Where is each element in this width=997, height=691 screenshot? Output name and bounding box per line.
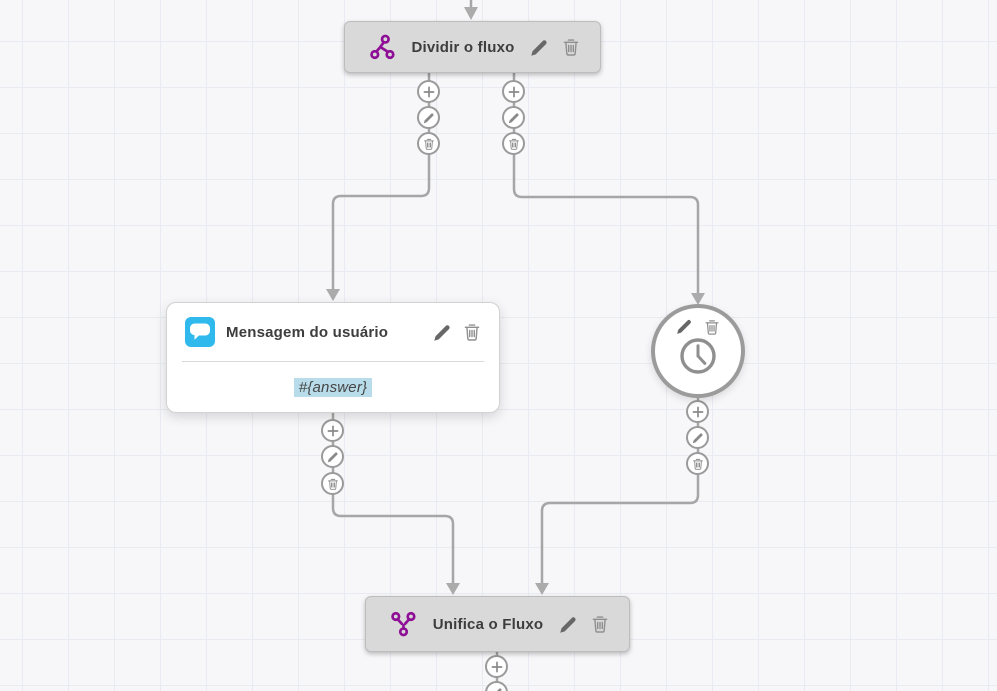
arrowhead-into-merge-left xyxy=(446,583,460,595)
trash-icon xyxy=(508,138,519,150)
chat-bubble-icon xyxy=(185,317,215,347)
pencil-icon xyxy=(434,324,450,341)
port-edit-button[interactable] xyxy=(417,106,440,129)
delete-split-node-button[interactable] xyxy=(562,38,580,56)
merge-node-title: Unifica o Fluxo xyxy=(432,615,544,633)
user-message-header: Mensagem do usuário xyxy=(167,303,499,361)
port-edit-button[interactable] xyxy=(502,106,525,129)
plus-icon xyxy=(692,406,703,417)
split-flow-icon xyxy=(369,34,396,60)
plus-icon xyxy=(508,86,519,97)
arrowhead-into-merge-right xyxy=(535,583,549,595)
connector-timer-to-merge xyxy=(540,397,700,583)
clock-icon xyxy=(678,336,718,376)
delete-timer-node-button[interactable] xyxy=(704,319,720,335)
port-add-button[interactable] xyxy=(686,400,709,423)
user-message-title: Mensagem do usuário xyxy=(226,323,389,341)
port-add-button[interactable] xyxy=(485,655,508,678)
node-timer[interactable] xyxy=(651,304,745,398)
edit-merge-node-button[interactable] xyxy=(559,615,578,634)
trash-icon xyxy=(423,138,434,150)
edit-message-node-button[interactable] xyxy=(433,323,452,342)
port-add-button[interactable] xyxy=(502,80,525,103)
message-variable: #{answer} xyxy=(293,377,373,397)
trash-icon xyxy=(464,324,480,341)
node-split-flow[interactable]: Dividir o fluxo xyxy=(344,21,601,73)
arrowhead-into-split xyxy=(464,7,478,20)
timer-actions xyxy=(676,318,720,335)
pencil-icon xyxy=(423,112,433,123)
plus-icon xyxy=(491,661,502,672)
arrowhead-into-timer xyxy=(691,293,705,305)
connector-split-to-message xyxy=(331,73,431,289)
port-add-button[interactable] xyxy=(417,80,440,103)
node-user-message[interactable]: Mensagem do usuário #{answer} xyxy=(166,302,500,413)
arrowhead-into-message xyxy=(326,289,340,301)
edit-timer-node-button[interactable] xyxy=(676,318,693,335)
pencil-icon xyxy=(491,687,501,691)
user-message-body: #{answer} xyxy=(167,362,499,412)
trash-icon xyxy=(563,39,579,56)
plus-icon xyxy=(327,425,338,436)
pencil-icon xyxy=(531,39,547,56)
port-add-button[interactable] xyxy=(321,419,344,442)
pencil-icon xyxy=(508,112,518,123)
edit-split-node-button[interactable] xyxy=(530,38,549,57)
port-delete-button[interactable] xyxy=(502,132,525,155)
trash-icon xyxy=(692,458,703,470)
port-delete-button[interactable] xyxy=(417,132,440,155)
plus-icon xyxy=(423,86,434,97)
trash-icon xyxy=(327,478,338,490)
port-delete-button[interactable] xyxy=(321,472,344,495)
pencil-icon xyxy=(327,451,337,462)
divider xyxy=(182,361,484,362)
connector-message-to-merge xyxy=(331,413,455,583)
delete-merge-node-button[interactable] xyxy=(591,615,609,633)
pencil-icon xyxy=(677,320,691,334)
connector-split-to-timer xyxy=(512,73,700,293)
delete-message-node-button[interactable] xyxy=(463,323,481,341)
trash-icon xyxy=(705,319,719,335)
node-merge-flow[interactable]: Unifica o Fluxo xyxy=(365,596,630,652)
port-edit-button[interactable] xyxy=(686,426,709,449)
pencil-icon xyxy=(692,432,702,443)
split-node-title: Dividir o fluxo xyxy=(411,38,515,56)
merge-flow-icon xyxy=(390,611,417,637)
port-edit-button[interactable] xyxy=(321,445,344,468)
port-delete-button[interactable] xyxy=(686,452,709,475)
trash-icon xyxy=(592,616,608,633)
pencil-icon xyxy=(560,616,576,633)
